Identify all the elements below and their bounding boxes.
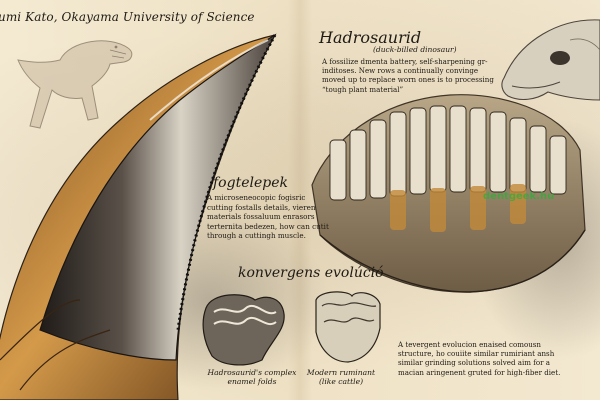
ruminant-molar-icon bbox=[315, 291, 381, 363]
hadrosaurid-heading: Hadrosaurid bbox=[319, 28, 422, 47]
author-credit: umi Kato, Okayama University of Science bbox=[0, 10, 255, 24]
hadrosaur-skull-sketch-icon bbox=[501, 19, 600, 101]
dental-battery-illustration bbox=[311, 94, 586, 293]
fogtelepek-heading: fogtelepek bbox=[213, 175, 288, 191]
hadrosaurid-molar-icon bbox=[202, 294, 285, 366]
trex-sketch-icon bbox=[17, 40, 133, 129]
watermark: dentgeek.hu bbox=[483, 191, 555, 202]
fogtelepek-description: A microseneocopic fogisric cutting fosta… bbox=[207, 193, 329, 241]
convergence-description: A tevergent evolucion enaised comousn st… bbox=[398, 340, 561, 377]
convergent-evolution-heading: konvergens evolúció bbox=[238, 265, 384, 281]
hadrosaurid-subheading: (duck-billed dinosaur) bbox=[373, 45, 457, 54]
ruminant-molar-caption: Modern ruminant (like cattle) bbox=[306, 368, 376, 386]
serrated-tooth-illustration bbox=[0, 33, 277, 400]
hadrosaurid-description: A fossilize dmenta battery, self-sharpen… bbox=[322, 57, 494, 94]
hadrosaurid-molar-caption: Hadrosaurid's complex enamel folds bbox=[207, 368, 297, 386]
